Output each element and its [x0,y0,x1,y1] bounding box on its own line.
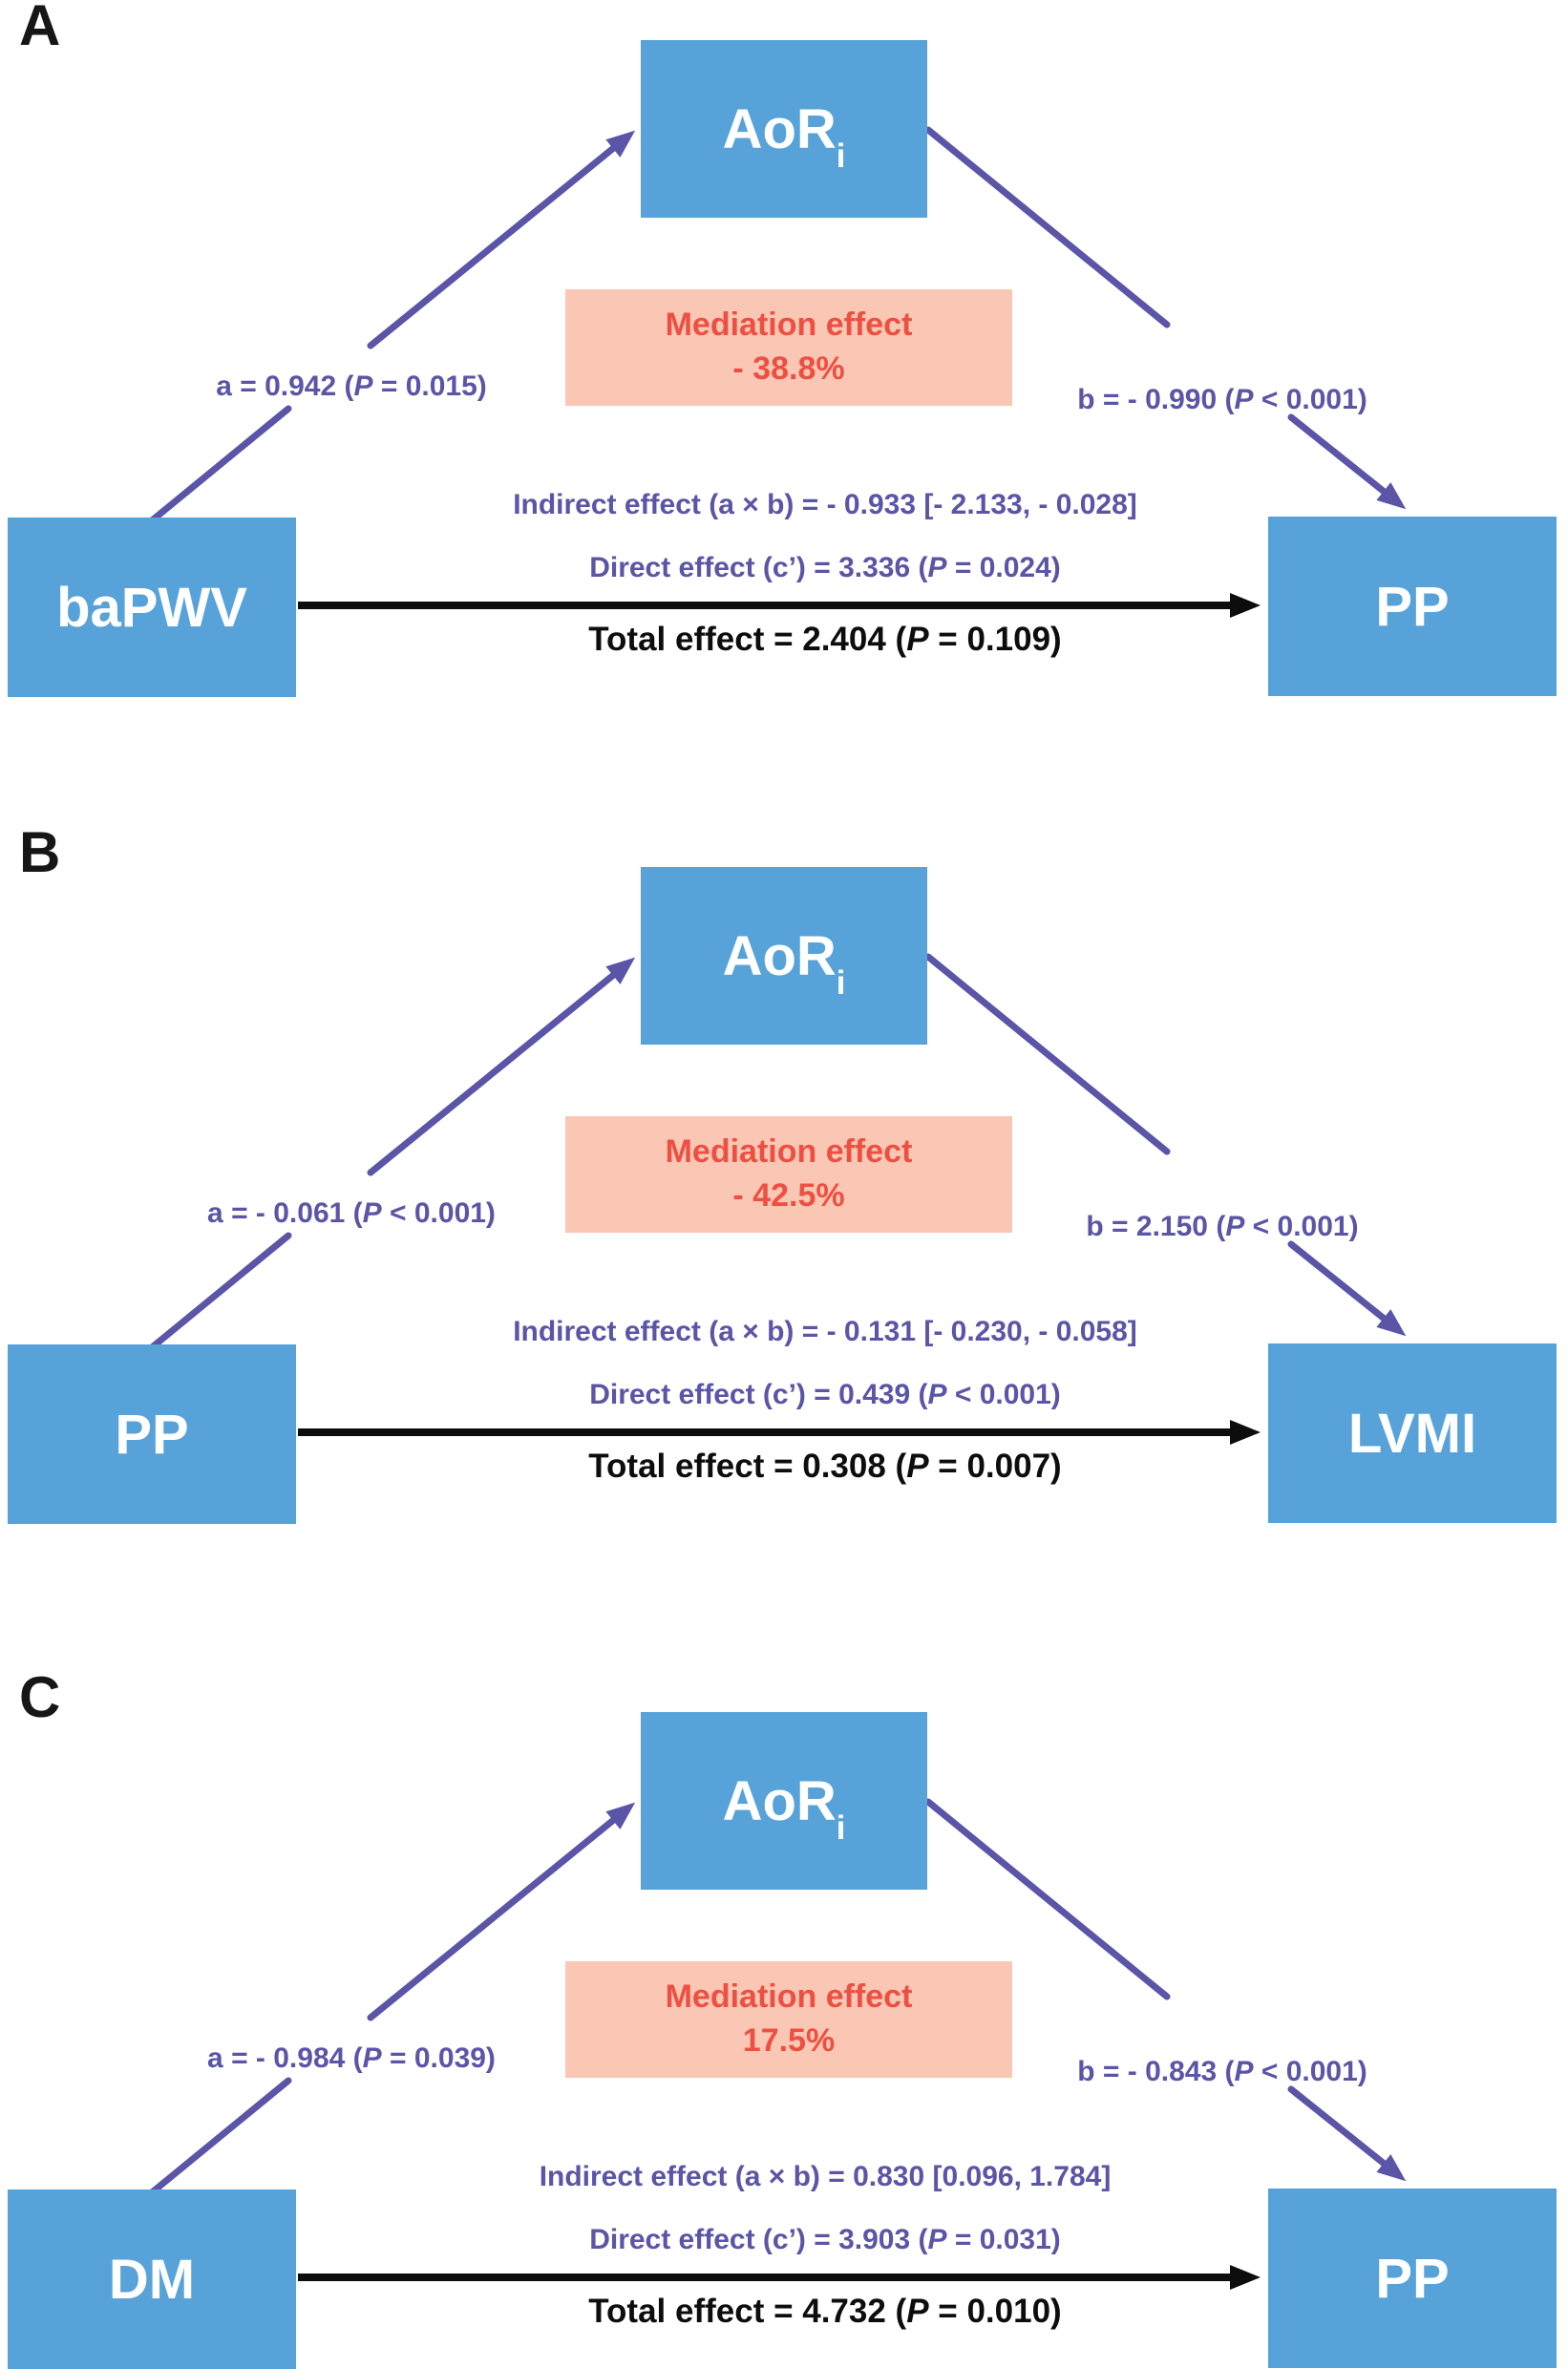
path-b-pre: b = - 0.843 ( [1077,2056,1235,2087]
total-pre: Total effect = 4.732 ( [588,2293,907,2330]
path-b-line-upper [924,1798,1171,2000]
path-b-arrow [1287,2085,1407,2182]
direct-effect-text: Direct effect (c’) = 3.903 (P = 0.031) [233,2224,1417,2255]
mediator-text: AoR [722,924,837,987]
p-symbol: P [906,2293,929,2330]
mediator-label: AoRi [722,924,846,1000]
outcome-box: LVMI [1268,1343,1557,1523]
path-b-coefficient: b = - 0.990 (P < 0.001) [1003,384,1442,415]
direct-pre: Direct effect (c’) = 0.439 ( [589,1379,928,1410]
path-a-line-lower [147,405,292,525]
p-symbol: P [906,621,929,658]
path-a-post: < 0.001) [381,1197,496,1229]
path-a-arrow [367,1802,636,2021]
mediator-label: AoRi [722,97,846,173]
p-symbol: P [927,2224,947,2255]
mediation-effect-value: - 42.5% [732,1177,845,1214]
path-b-pre: b = 2.150 ( [1086,1211,1226,1242]
mediation-effect-value: 17.5% [742,2022,836,2059]
path-arrows-svg [147,1798,1407,2290]
mediator-subscript: i [836,137,846,175]
direct-effect-text: Direct effect (c’) = 3.336 (P = 0.024) [233,552,1417,583]
p-symbol: P [1234,2056,1254,2087]
path-b-line-upper [924,953,1171,1155]
predictor-box: DM [8,2189,296,2369]
mediation-effect-value: - 38.8% [732,350,845,387]
p-symbol: P [906,1448,929,1485]
path-b-arrow [1287,413,1407,510]
p-symbol: P [927,552,947,583]
path-b-arrow [1287,1240,1407,1337]
path-b-coefficient: b = - 0.843 (P < 0.001) [1003,2056,1442,2087]
path-b-pre: b = - 0.990 ( [1077,384,1235,415]
p-symbol: P [1225,1211,1245,1242]
mediator-box: AoRi [641,1712,927,1890]
path-a-coefficient: a = - 0.061 (P < 0.001) [113,1197,590,1229]
path-a-post: = 0.015) [372,370,487,402]
mediator-subscript: i [836,1808,846,1847]
path-a-line-lower [147,1232,292,1352]
mediator-label: AoRi [722,1769,846,1845]
path-a-coefficient: a = 0.942 (P = 0.015) [113,370,590,402]
panel-b: B AoRi PP LVMI Mediation effect - 42.5% … [0,820,1568,1524]
path-b-post: < 0.001) [1244,1211,1359,1242]
p-symbol: P [1234,384,1254,415]
panel-label: B [19,820,61,884]
mediation-effect-box: Mediation effect - 38.8% [565,289,1012,406]
path-a-arrow [367,957,636,1176]
path-a-arrow [367,130,636,349]
path-a-line-lower [147,2077,292,2197]
path-a-pre: a = - 0.984 ( [207,2042,363,2074]
panel-a: A AoRi baPWV PP Mediation effect - 38.8%… [0,0,1568,697]
total-pre: Total effect = 0.308 ( [588,1448,907,1485]
mediator-text: AoR [722,97,837,160]
predictor-box: PP [8,1344,296,1524]
mediation-effect-title: Mediation effect [665,307,913,344]
path-arrows-svg [147,126,1407,618]
outcome-box: PP [1268,517,1557,696]
mediation-effect-title: Mediation effect [665,1133,913,1171]
direct-pre: Direct effect (c’) = 3.336 ( [589,552,928,583]
mediator-box: AoRi [641,40,927,218]
p-symbol: P [362,1197,382,1229]
path-a-coefficient: a = - 0.984 (P = 0.039) [113,2042,590,2074]
total-effect-text: Total effect = 0.308 (P = 0.007) [233,1448,1417,1486]
direct-pre: Direct effect (c’) = 3.903 ( [589,2224,928,2255]
direct-effect-text: Direct effect (c’) = 0.439 (P < 0.001) [233,1379,1417,1410]
mediation-effect-box: Mediation effect - 42.5% [565,1116,1012,1233]
p-symbol: P [362,2042,382,2074]
mediator-subscript: i [836,963,846,1002]
indirect-effect-text: Indirect effect (a × b) = 0.830 [0.096, … [539,2161,1112,2192]
total-pre: Total effect = 2.404 ( [588,621,907,658]
indirect-effect-text: Indirect effect (a × b) = - 0.933 [- 2.1… [513,489,1137,520]
indirect-effect-text: Indirect effect (a × b) = - 0.131 [- 0.2… [513,1316,1137,1347]
mediation-effect-box: Mediation effect 17.5% [565,1961,1012,2078]
panel-label: A [19,0,61,57]
p-symbol: P [353,370,373,402]
total-effect-text: Total effect = 4.732 (P = 0.010) [233,2293,1417,2331]
mediator-text: AoR [722,1769,837,1832]
direct-post: < 0.001) [946,1379,1061,1410]
path-a-post: = 0.039) [381,2042,496,2074]
total-post: = 0.010) [928,2293,1062,2330]
predictor-box: baPWV [8,518,296,697]
path-b-coefficient: b = 2.150 (P < 0.001) [1003,1211,1442,1242]
direct-post: = 0.031) [946,2224,1061,2255]
total-post: = 0.109) [928,621,1062,658]
path-b-line-upper [924,126,1171,328]
p-symbol: P [927,1379,947,1410]
outcome-box: PP [1268,2189,1557,2368]
mediator-box: AoRi [641,867,927,1045]
mediation-effect-title: Mediation effect [665,1978,913,2016]
total-post: = 0.007) [928,1448,1062,1485]
panel-c: C AoRi DM PP Mediation effect 17.5% a = … [0,1665,1568,2369]
path-b-post: < 0.001) [1253,2056,1367,2087]
path-a-pre: a = - 0.061 ( [207,1197,363,1229]
total-effect-text: Total effect = 2.404 (P = 0.109) [233,621,1417,659]
panel-label: C [19,1665,61,1729]
path-a-pre: a = 0.942 ( [216,370,354,402]
path-arrows-svg [147,953,1407,1445]
direct-post: = 0.024) [946,552,1061,583]
path-b-post: < 0.001) [1253,384,1367,415]
